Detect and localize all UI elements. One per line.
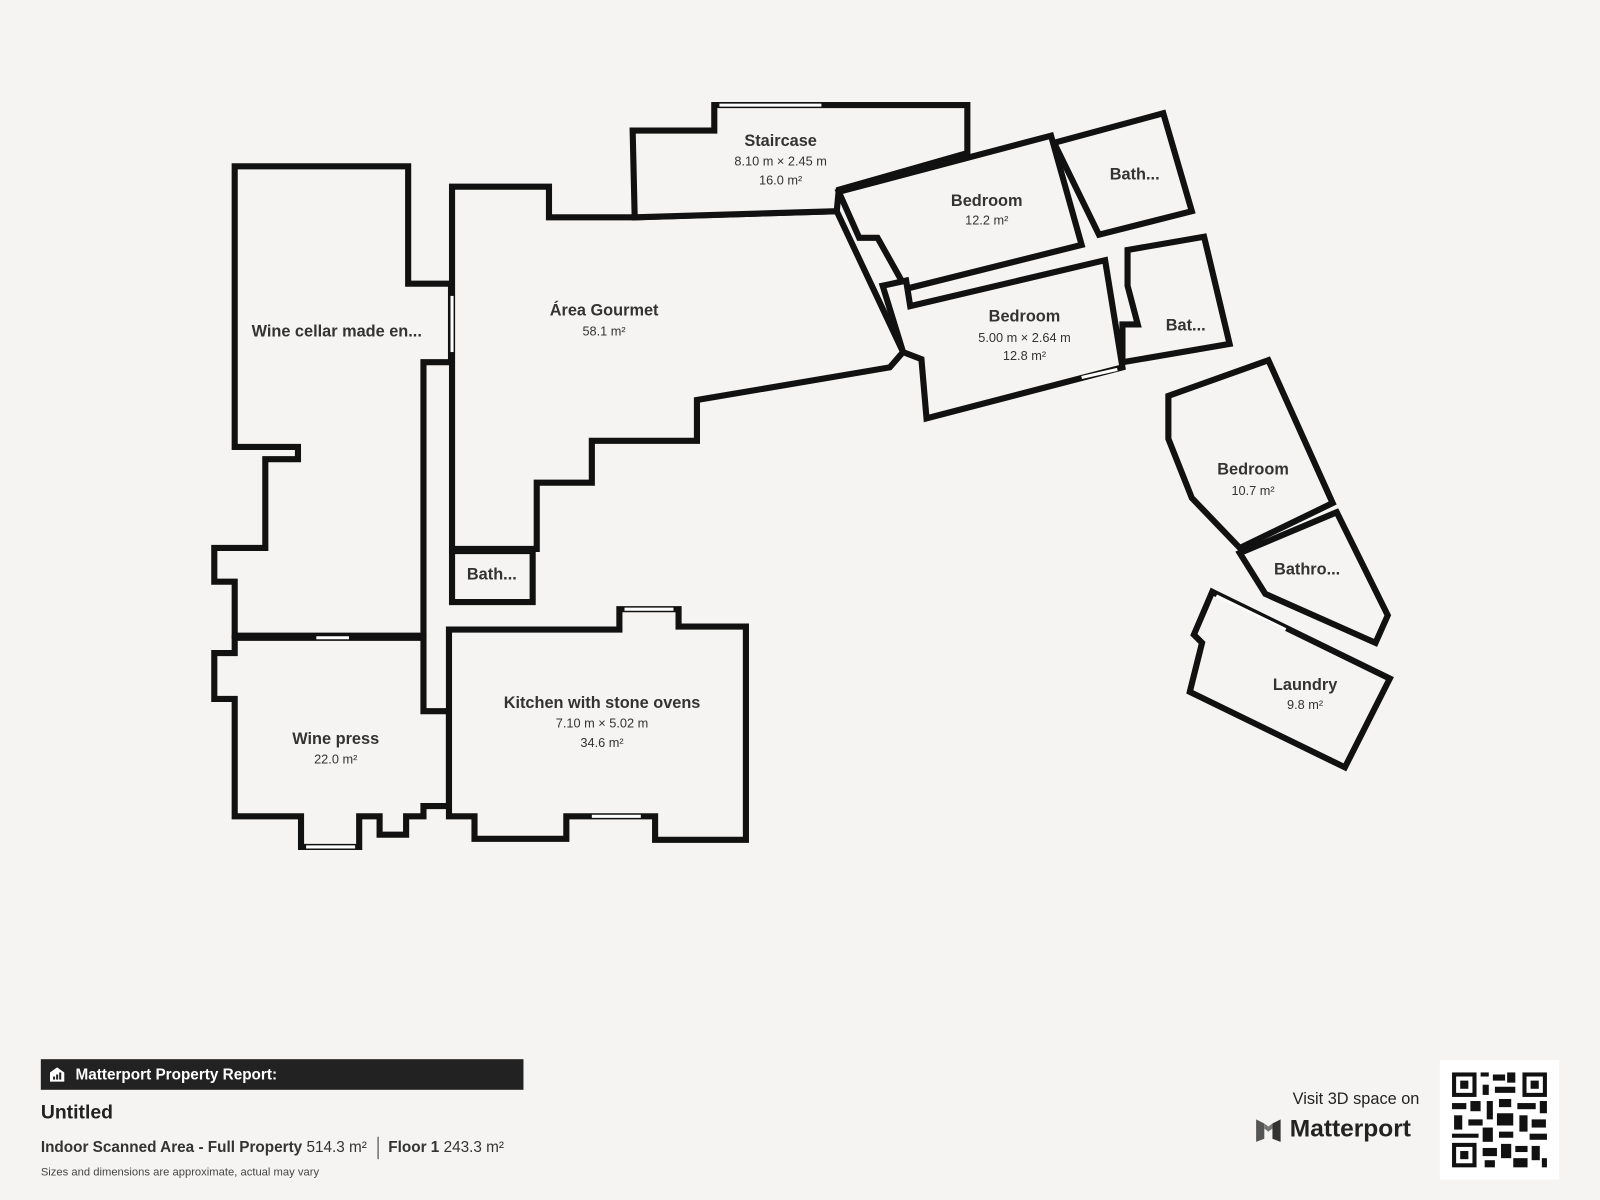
divider — [377, 1136, 379, 1160]
room-label: Wine cellar made en... — [252, 323, 422, 341]
qr-code-image — [1452, 1072, 1547, 1168]
room-area: 34.6 m² — [580, 735, 623, 750]
room-staircase[interactable] — [629, 102, 971, 221]
property-title: Untitled — [40, 1102, 113, 1124]
room-label: Wine press — [292, 730, 379, 748]
room-bathroom[interactable] — [1235, 508, 1392, 647]
room-label: Bath... — [467, 566, 517, 584]
room-label: Kitchen with stone ovens — [504, 694, 701, 712]
indoor-area-value: 514.3 m² — [306, 1138, 367, 1157]
visit-text: Visit 3D space on — [1292, 1090, 1420, 1109]
qr-code[interactable] — [1439, 1060, 1560, 1180]
room-bedroom-2[interactable] — [878, 256, 1126, 423]
room-label: Bedroom — [989, 307, 1061, 325]
building-chart-icon — [49, 1067, 65, 1082]
brand-name: Matterport — [1289, 1115, 1411, 1143]
room-wine-cellar[interactable] — [211, 163, 455, 639]
room-area: 22.0 m² — [314, 751, 357, 766]
room-area-gourmet[interactable] — [448, 183, 907, 553]
room-area: 58.1 m² — [582, 324, 625, 339]
room-bath-small[interactable] — [448, 547, 536, 606]
room-laundry[interactable] — [1186, 587, 1394, 772]
area-summary: Indoor Scanned Area - Full Property 514.… — [40, 1136, 505, 1160]
floor-label: Floor 1 — [388, 1138, 440, 1157]
room-label: Laundry — [1273, 676, 1337, 694]
window — [1215, 594, 1287, 631]
room-area: 12.2 m² — [965, 212, 1008, 227]
room-label: Staircase — [744, 132, 817, 150]
room-bath-right[interactable] — [1119, 233, 1234, 366]
room-label: Bath... — [1110, 166, 1160, 184]
room-dims: 5.00 m × 2.64 m — [978, 330, 1070, 345]
room-bath-top[interactable] — [1049, 109, 1196, 239]
disclaimer: Sizes and dimensions are approximate, ac… — [40, 1166, 320, 1179]
floor-area-value: 243.3 m² — [443, 1138, 505, 1157]
room-area: 9.8 m² — [1287, 697, 1323, 712]
room-dims: 8.10 m × 2.45 m — [734, 153, 827, 168]
room-label: Bathro... — [1274, 560, 1340, 578]
report-label: Matterport Property Report: — [75, 1065, 278, 1084]
room-area: 16.0 m² — [759, 173, 802, 188]
room-label: Área Gourmet — [550, 300, 659, 319]
report-header-bar: Matterport Property Report: — [40, 1059, 524, 1090]
room-label: Bat... — [1166, 317, 1206, 335]
room-area: 12.8 m² — [1003, 348, 1046, 363]
room-area: 10.7 m² — [1231, 483, 1274, 498]
room-label: Bedroom — [951, 192, 1023, 210]
indoor-area-label: Indoor Scanned Area - Full Property — [40, 1138, 303, 1157]
window — [1081, 367, 1118, 380]
matterport-logo-icon — [1256, 1119, 1281, 1142]
room-bedroom-3[interactable] — [1165, 356, 1337, 552]
room-label: Bedroom — [1217, 460, 1289, 478]
matterport-logo[interactable]: Matterport — [1255, 1115, 1411, 1144]
room-dims: 7.10 m × 5.02 m — [556, 716, 649, 731]
